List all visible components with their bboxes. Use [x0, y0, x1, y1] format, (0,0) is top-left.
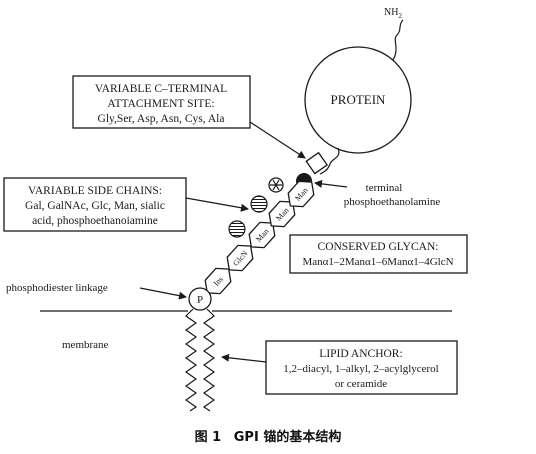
lipid-anchor-arrow: [221, 353, 267, 363]
c-terminal-residues: Gly,Ser, Asp, Asn, Cys, Ala: [98, 113, 225, 125]
c-terminal-amino-acid: [305, 151, 329, 175]
figure-number: 图 1: [194, 430, 222, 445]
figure-title: GPI 锚的基本结构: [233, 430, 342, 445]
conserved-glycan-box: CONSERVED GLYCAN: Manα1–2Manα1–6Manα1–4G…: [289, 234, 468, 274]
protein-circle: [304, 46, 412, 154]
lipid-anchor-title: LIPID ANCHOR:: [319, 348, 402, 360]
phosphodiester-label: phosphodiester linkage: [6, 282, 108, 294]
nh2-terminus: NH2: [384, 7, 402, 20]
side-chains-line-2: Gal, GalNAc, Glc, Man, sialic: [25, 200, 165, 212]
conserved-glycan-formula: Manα1–2Manα1–6Manα1–4GlcN: [302, 256, 453, 268]
lipid-anchor-line-2: 1,2–diacyl, 1–alkyl, 2–acylglycerol: [283, 363, 438, 375]
sugar-unit-man-2: Man: [268, 200, 296, 228]
protein-label: PROTEIN: [331, 92, 387, 107]
phosphodiester-arrow: [139, 287, 187, 300]
conserved-glycan-title: CONSERVED GLYCAN:: [318, 241, 439, 253]
c-terminal-arrow: [249, 121, 306, 159]
lipid-chain-right: [202, 308, 216, 412]
membrane-label: membrane: [62, 339, 109, 351]
figure-caption: 图 1 GPI 锚的基本结构: [0, 426, 536, 445]
side-chain-dot-3: [228, 220, 246, 238]
protein-linker: [319, 147, 340, 175]
sugar-unit-man-1: Man: [248, 221, 276, 249]
side-chain-dot-2: [250, 195, 268, 213]
side-chain-dot-1-pattern: [270, 179, 282, 191]
protein-tail: [392, 19, 404, 61]
terminal-label-line-1: terminal: [366, 182, 403, 194]
side-chains-arrow: [185, 197, 249, 212]
c-terminal-title: VARIABLE C–TERMINAL: [95, 83, 227, 95]
protein: PROTEIN NH2: [304, 7, 412, 175]
lipid-chain-left: [184, 308, 198, 412]
phosphate-symbol: P: [197, 294, 203, 306]
phosphate-circle: [188, 287, 212, 311]
terminal-label-line-2: phosphoethanolamine: [344, 196, 441, 208]
lipid-anchor-line-3: or ceramide: [335, 378, 387, 390]
terminal-arrow: [314, 179, 348, 188]
c-terminal-box: VARIABLE C–TERMINAL ATTACHMENT SITE: Gly…: [72, 75, 251, 129]
sugar-unit-man-3: Man: [287, 180, 315, 208]
c-terminal-subtitle: ATTACHMENT SITE:: [107, 98, 214, 110]
side-chains-line-3: acid, phosphoethanoiamine: [32, 215, 158, 227]
side-chains-title: VARIABLE SIDE CHAINS:: [28, 185, 162, 197]
glycan-chain: Ins GlcN Man Man Man: [204, 180, 315, 295]
lipid-anchor-box: LIPID ANCHOR: 1,2–diacyl, 1–alkyl, 2–acy…: [265, 340, 458, 395]
side-chains-box: VARIABLE SIDE CHAINS: Gal, GalNAc, Glc, …: [3, 177, 187, 232]
